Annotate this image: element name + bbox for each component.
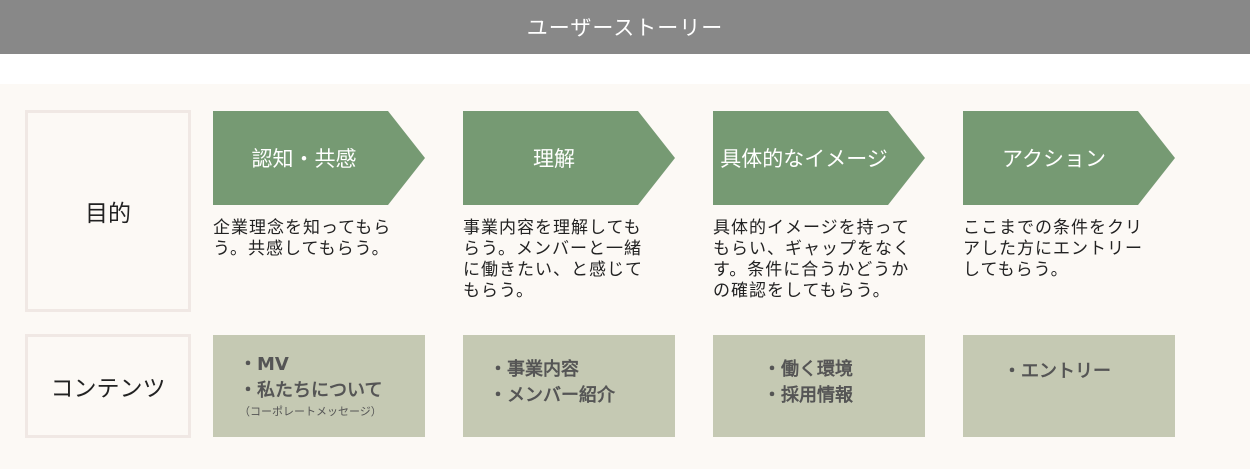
content-item: ・メンバー紹介	[489, 385, 615, 406]
contents-box: ・MV ・私たちについて （コーポレートメッセージ）	[213, 335, 425, 437]
content-item: ・私たちについて	[239, 380, 383, 401]
desc-line: もらう。	[463, 281, 534, 301]
desc-line: 具体的イメージを持って	[713, 218, 910, 238]
page-title: ユーザーストーリー	[0, 0, 1250, 54]
desc-line: 事業内容を理解しても	[463, 218, 642, 238]
content-item: ・働く環境	[763, 359, 853, 380]
content-item: ・採用情報	[763, 385, 853, 406]
desc-line: う。共感してもらう。	[213, 239, 390, 259]
stage-arrow: 理解	[463, 111, 675, 205]
stage-description: ここまでの条件をクリ アした方にエントリー してもらう。	[963, 218, 1183, 281]
desc-line: に働きたい、と感じて	[463, 260, 643, 280]
contents-box: ・働く環境 ・採用情報	[713, 335, 925, 437]
content-item: ・事業内容	[489, 359, 579, 380]
desc-line: らう。メンバーと一緒	[463, 239, 642, 259]
content-note: （コーポレートメッセージ）	[239, 405, 382, 418]
desc-line: す。条件に合うかどうか	[713, 260, 910, 280]
desc-line: してもらう。	[963, 260, 1069, 280]
stage-description: 企業理念を知ってもら う。共感してもらう。	[213, 218, 433, 260]
contents-box: ・事業内容 ・メンバー紹介	[463, 335, 675, 437]
content-item: ・エントリー	[1003, 361, 1111, 382]
stage-description: 事業内容を理解しても らう。メンバーと一緒 に働きたい、と感じて もらう。	[463, 218, 683, 302]
desc-line: もらい、ギャップをなく	[713, 239, 911, 259]
content-item: ・MV	[239, 354, 289, 375]
stage-arrow: 認知・共感	[213, 111, 425, 205]
stage-arrow: アクション	[963, 111, 1175, 205]
stage-arrow: 具体的なイメージ	[713, 111, 925, 205]
contents-box: ・エントリー	[963, 335, 1175, 437]
desc-line: ここまでの条件をクリ	[963, 218, 1143, 238]
stage-description: 具体的イメージを持って もらい、ギャップをなく す。条件に合うかどうか の確認を…	[713, 218, 933, 302]
row-label-purpose: 目的	[25, 110, 191, 312]
row-label-contents: コンテンツ	[25, 334, 191, 438]
desc-line: 企業理念を知ってもら	[213, 218, 392, 238]
desc-line: の確認をしてもらう。	[713, 281, 891, 301]
desc-line: アした方にエントリー	[963, 239, 1143, 259]
